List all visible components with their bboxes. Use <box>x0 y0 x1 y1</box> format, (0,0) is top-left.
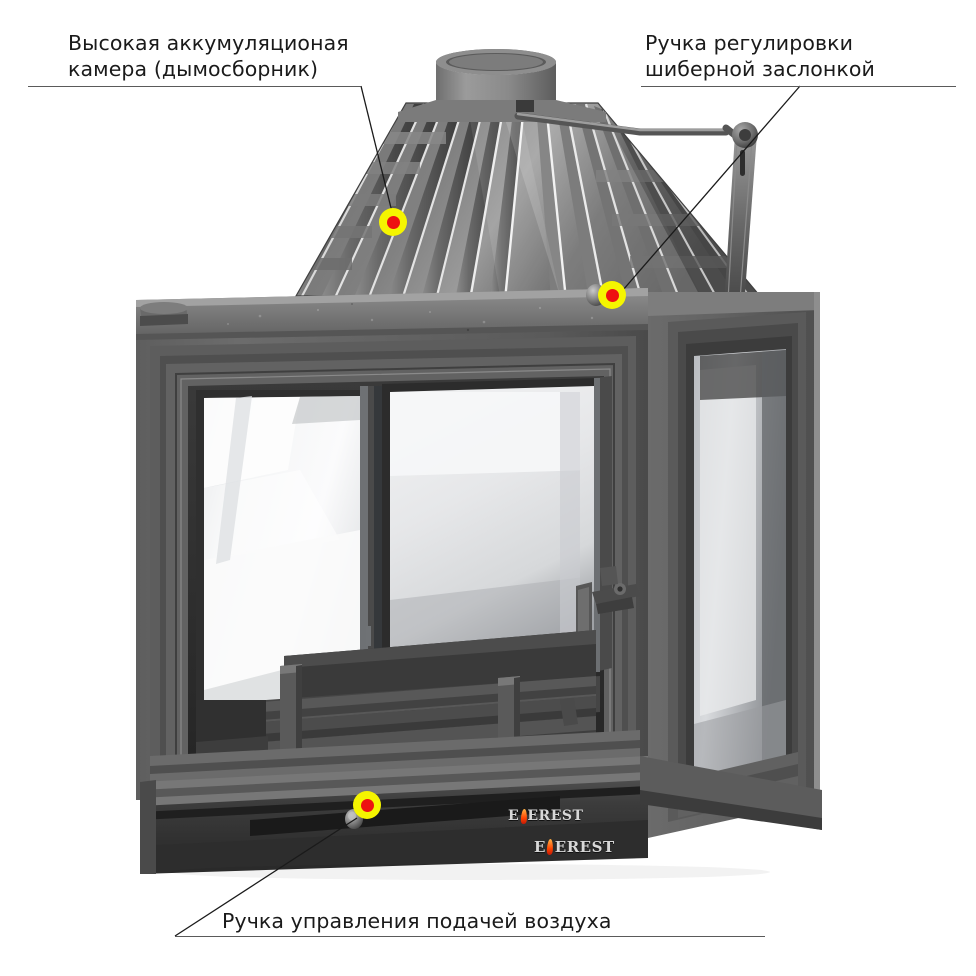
brand-logo: E EREST <box>508 808 583 824</box>
marker-core <box>386 215 400 229</box>
marker-damper-handle[interactable] <box>598 281 626 309</box>
brand-prefix: E <box>534 838 546 856</box>
callout-label-accumulation-chamber: Высокая аккумуляционая камера (дымосборн… <box>68 31 349 81</box>
base-plinth <box>140 730 822 874</box>
marker-air-handle[interactable] <box>353 791 381 819</box>
marker-core <box>360 798 374 812</box>
marker-core <box>605 288 619 302</box>
flame-icon <box>519 809 527 824</box>
callout-rule-air-handle <box>175 936 765 937</box>
brand-logo-secondary: E EREST <box>534 838 615 856</box>
firebox-interior <box>196 630 600 766</box>
flame-icon <box>546 839 554 855</box>
marker-accumulation-chamber[interactable] <box>379 208 407 236</box>
brand-prefix: E <box>508 808 520 824</box>
right-side-panel <box>648 292 820 838</box>
brand-suffix: EREST <box>527 808 584 824</box>
callout-label-damper-handle: Ручка регулировки шиберной заслонкой <box>645 31 875 81</box>
callout-label-air-handle: Ручка управления подачей воздуха <box>222 909 612 933</box>
front-door-glass-assembly <box>382 376 612 688</box>
callout-rule-accumulation-chamber <box>28 86 361 87</box>
brand-suffix: EREST <box>554 838 615 856</box>
callout-rule-damper-handle <box>641 86 956 87</box>
